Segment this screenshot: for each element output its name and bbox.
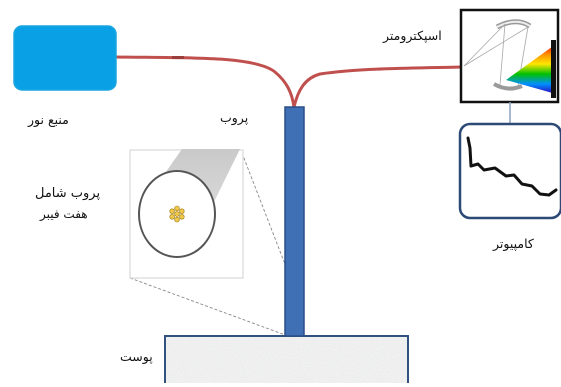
light-source-label: منبع نور xyxy=(28,112,69,127)
computer-monitor-icon xyxy=(458,122,561,220)
fiber-core-7 xyxy=(169,208,175,214)
fiber-cable-source xyxy=(114,55,296,109)
fiber-core-3 xyxy=(179,208,185,214)
skin-label: پوست xyxy=(120,349,153,364)
fiber-core-4 xyxy=(179,214,185,220)
fiber-probe-label-line2: هفت فیبر xyxy=(40,207,88,221)
spectrometer-label: اسپکترومتر xyxy=(383,28,442,43)
fiber-cable-spectrometer xyxy=(292,65,464,109)
fiber-probe-label-line1: پروب شامل xyxy=(35,186,101,201)
fiber-core-1 xyxy=(174,211,180,217)
probe-label: پروب xyxy=(220,110,249,125)
spectrometer-icon xyxy=(459,8,560,104)
fiber-cores xyxy=(169,205,185,223)
fiber-core-2 xyxy=(174,205,180,212)
fiber-core-5 xyxy=(174,216,180,223)
zoom-line-top xyxy=(241,152,289,273)
light-source-icon xyxy=(13,25,117,91)
cable-connector xyxy=(172,56,184,59)
fiber-core-6 xyxy=(169,214,175,220)
probe-icon xyxy=(284,106,305,337)
fiber-cross-section-icon xyxy=(129,149,244,279)
skin-texture xyxy=(166,337,407,385)
computer-label: کامپیوتر xyxy=(493,236,534,251)
zoom-line-bottom xyxy=(129,277,289,337)
